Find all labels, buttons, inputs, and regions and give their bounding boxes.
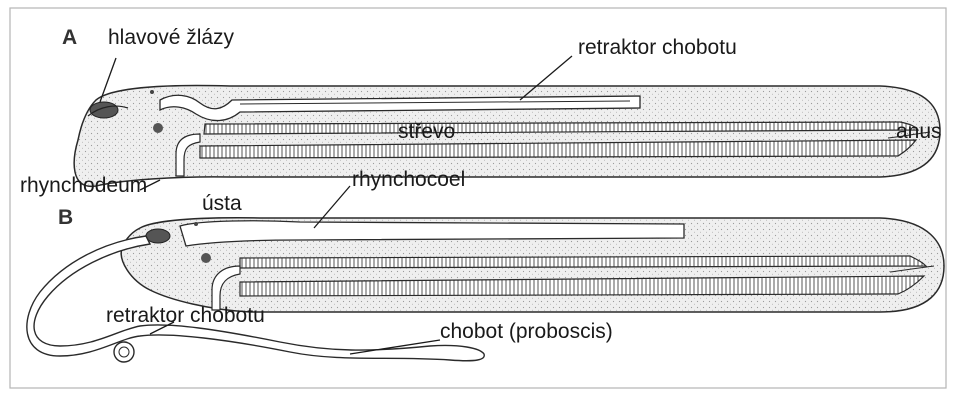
panel-label-b: B <box>58 206 73 229</box>
worm-b-gut-upper <box>240 256 926 268</box>
worm-b-proboscis-coil <box>114 342 134 362</box>
label-mouth: ústa <box>202 192 242 215</box>
worm-a-ganglion <box>153 123 163 133</box>
label-head-glands: hlavové žlázy <box>108 26 235 49</box>
worm-b-ganglion <box>201 253 211 263</box>
label-intestine: střevo <box>398 120 455 143</box>
worm-b-head-glands <box>146 229 170 243</box>
panel-label-a: A <box>62 26 77 49</box>
label-anus: anus <box>896 120 942 143</box>
label-rhynchodeum: rhynchodeum <box>20 174 147 197</box>
label-proboscis: chobot (proboscis) <box>440 320 613 343</box>
worm-a-head-glands <box>90 102 118 118</box>
label-rhynchocoel: rhynchocoel <box>352 168 465 191</box>
label-retractor-a: retraktor chobotu <box>578 36 737 59</box>
label-retractor-b: retraktor chobotu <box>106 304 265 327</box>
worm-a <box>74 86 940 187</box>
